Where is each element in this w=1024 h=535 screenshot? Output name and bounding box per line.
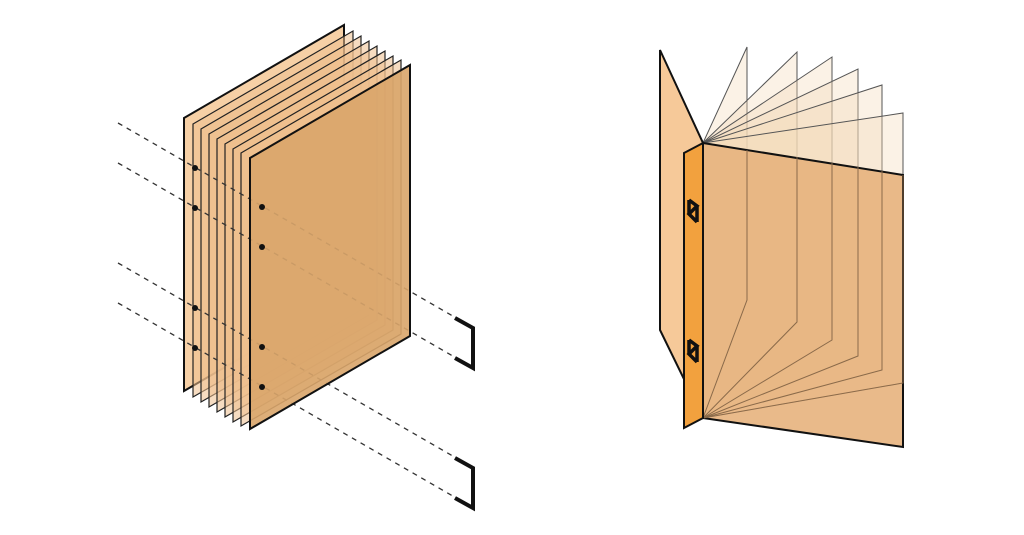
page-edge bbox=[702, 175, 904, 419]
page-edge bbox=[702, 163, 833, 419]
page-mass bbox=[702, 141, 904, 449]
page-edge bbox=[702, 171, 883, 419]
staple-hole bbox=[192, 205, 198, 211]
spine bbox=[683, 141, 704, 430]
left-exploded-stack bbox=[117, 23, 475, 512]
staple-hole bbox=[192, 165, 198, 171]
spine-staples bbox=[686, 198, 700, 364]
staple-hole bbox=[259, 344, 265, 350]
staple-icon bbox=[454, 316, 475, 372]
page-edge bbox=[702, 167, 859, 419]
staple-icon bbox=[686, 198, 700, 224]
page-edge-lines bbox=[702, 150, 904, 419]
staple-hole bbox=[259, 384, 265, 390]
staple-holes bbox=[192, 165, 265, 390]
staples bbox=[454, 316, 475, 512]
staple-icon bbox=[454, 456, 475, 512]
page-edge bbox=[702, 157, 798, 419]
right-fanned-booklet bbox=[659, 46, 904, 449]
page-edge bbox=[702, 150, 748, 419]
staple-icon bbox=[686, 338, 700, 364]
front-sheet bbox=[249, 63, 411, 431]
staple-hole bbox=[192, 345, 198, 351]
staple-hole bbox=[192, 305, 198, 311]
staple-hole bbox=[259, 244, 265, 250]
staple-hole bbox=[259, 204, 265, 210]
